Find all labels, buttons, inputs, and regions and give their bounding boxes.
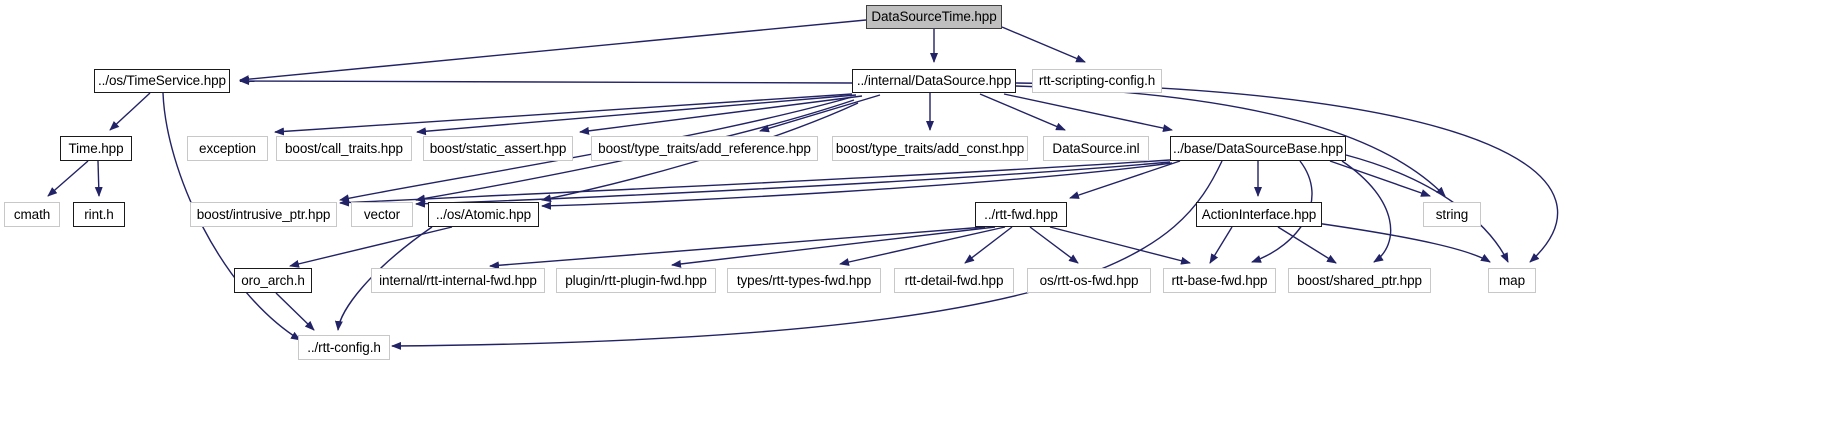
- graph-node-label: Time.hpp: [68, 140, 124, 156]
- graph-node-label: vector: [363, 206, 401, 222]
- graph-node-string[interactable]: string: [1423, 202, 1481, 227]
- graph-node-label: rtt-scripting-config.h: [1038, 73, 1156, 89]
- graph-node-datasourcebase[interactable]: ../base/DataSourceBase.hpp: [1170, 136, 1346, 161]
- graph-node-datasource[interactable]: ../internal/DataSource.hpp: [852, 69, 1016, 93]
- graph-node-label: map: [1499, 272, 1525, 288]
- graph-node-label: types/rtt-types-fwd.hpp: [736, 272, 872, 288]
- graph-node-timeservice[interactable]: ../os/TimeService.hpp: [94, 69, 230, 93]
- graph-node-atomic[interactable]: ../os/Atomic.hpp: [428, 202, 539, 227]
- graph-node-label: ../os/Atomic.hpp: [435, 206, 532, 222]
- graph-node-label: boost/type_traits/add_reference.hpp: [598, 140, 811, 156]
- graph-node-label: os/rtt-os-fwd.hpp: [1039, 272, 1139, 288]
- graph-node-label: boost/shared_ptr.hpp: [1297, 272, 1422, 288]
- graph-node-internalfwd[interactable]: internal/rtt-internal-fwd.hpp: [371, 268, 545, 293]
- graph-node-label: ../rtt-config.h: [307, 339, 381, 355]
- graph-node-datasourcetime[interactable]: DataSourceTime.hpp: [866, 5, 1002, 29]
- graph-node-label: boost/type_traits/add_const.hpp: [835, 140, 1025, 156]
- graph-node-rttconfig[interactable]: ../rtt-config.h: [298, 335, 390, 360]
- graph-node-label: ../os/TimeService.hpp: [98, 73, 226, 89]
- graph-node-staticassert[interactable]: boost/static_assert.hpp: [423, 136, 573, 161]
- graph-node-calltraits[interactable]: boost/call_traits.hpp: [276, 136, 412, 161]
- graph-node-label: rtt-base-fwd.hpp: [1171, 272, 1268, 288]
- graph-node-oroarch[interactable]: oro_arch.h: [234, 268, 312, 293]
- graph-node-timehpp[interactable]: Time.hpp: [60, 136, 132, 161]
- graph-node-label: boost/call_traits.hpp: [285, 140, 403, 156]
- graph-node-label: ../internal/DataSource.hpp: [856, 73, 1012, 89]
- graph-node-label: rtt-detail-fwd.hpp: [904, 272, 1004, 288]
- graph-node-rinth[interactable]: rint.h: [73, 202, 125, 227]
- graph-node-intrusiveptr[interactable]: boost/intrusive_ptr.hpp: [190, 202, 337, 227]
- graph-node-cmath[interactable]: cmath: [4, 202, 60, 227]
- graph-node-label: string: [1435, 206, 1469, 222]
- graph-node-addconst[interactable]: boost/type_traits/add_const.hpp: [832, 136, 1028, 161]
- graph-node-label: ActionInterface.hpp: [1201, 206, 1317, 222]
- graph-node-actioninterface[interactable]: ActionInterface.hpp: [1196, 202, 1322, 227]
- graph-node-label: oro_arch.h: [241, 272, 305, 288]
- graph-node-label: internal/rtt-internal-fwd.hpp: [379, 272, 537, 288]
- graph-node-label: DataSourceTime.hpp: [871, 9, 997, 25]
- graph-node-map[interactable]: map: [1488, 268, 1536, 293]
- graph-node-detailfwd[interactable]: rtt-detail-fwd.hpp: [894, 268, 1014, 293]
- graph-node-label: plugin/rtt-plugin-fwd.hpp: [565, 272, 707, 288]
- graph-node-osfwd[interactable]: os/rtt-os-fwd.hpp: [1027, 268, 1151, 293]
- graph-node-label: ../base/DataSourceBase.hpp: [1172, 140, 1343, 156]
- graph-node-label: ../rtt-fwd.hpp: [984, 206, 1058, 222]
- graph-node-datasourceinl[interactable]: DataSource.inl: [1043, 136, 1149, 161]
- graph-node-basefwd[interactable]: rtt-base-fwd.hpp: [1163, 268, 1276, 293]
- graph-node-label: rint.h: [84, 206, 114, 222]
- graph-node-rttfwd[interactable]: ../rtt-fwd.hpp: [975, 202, 1067, 227]
- graph-node-vector[interactable]: vector: [351, 202, 413, 227]
- graph-node-sharedptr[interactable]: boost/shared_ptr.hpp: [1288, 268, 1431, 293]
- graph-node-addreference[interactable]: boost/type_traits/add_reference.hpp: [591, 136, 818, 161]
- graph-node-rttscriptingconfig[interactable]: rtt-scripting-config.h: [1032, 69, 1162, 93]
- graph-node-label: boost/static_assert.hpp: [429, 140, 567, 156]
- graph-node-label: DataSource.inl: [1052, 140, 1140, 156]
- graph-node-label: exception: [199, 140, 256, 156]
- graph-node-pluginfwd[interactable]: plugin/rtt-plugin-fwd.hpp: [556, 268, 716, 293]
- graph-node-label: cmath: [13, 206, 51, 222]
- graph-node-exception[interactable]: exception: [187, 136, 268, 161]
- graph-node-label: boost/intrusive_ptr.hpp: [196, 206, 331, 222]
- graph-node-typesfwd[interactable]: types/rtt-types-fwd.hpp: [727, 268, 881, 293]
